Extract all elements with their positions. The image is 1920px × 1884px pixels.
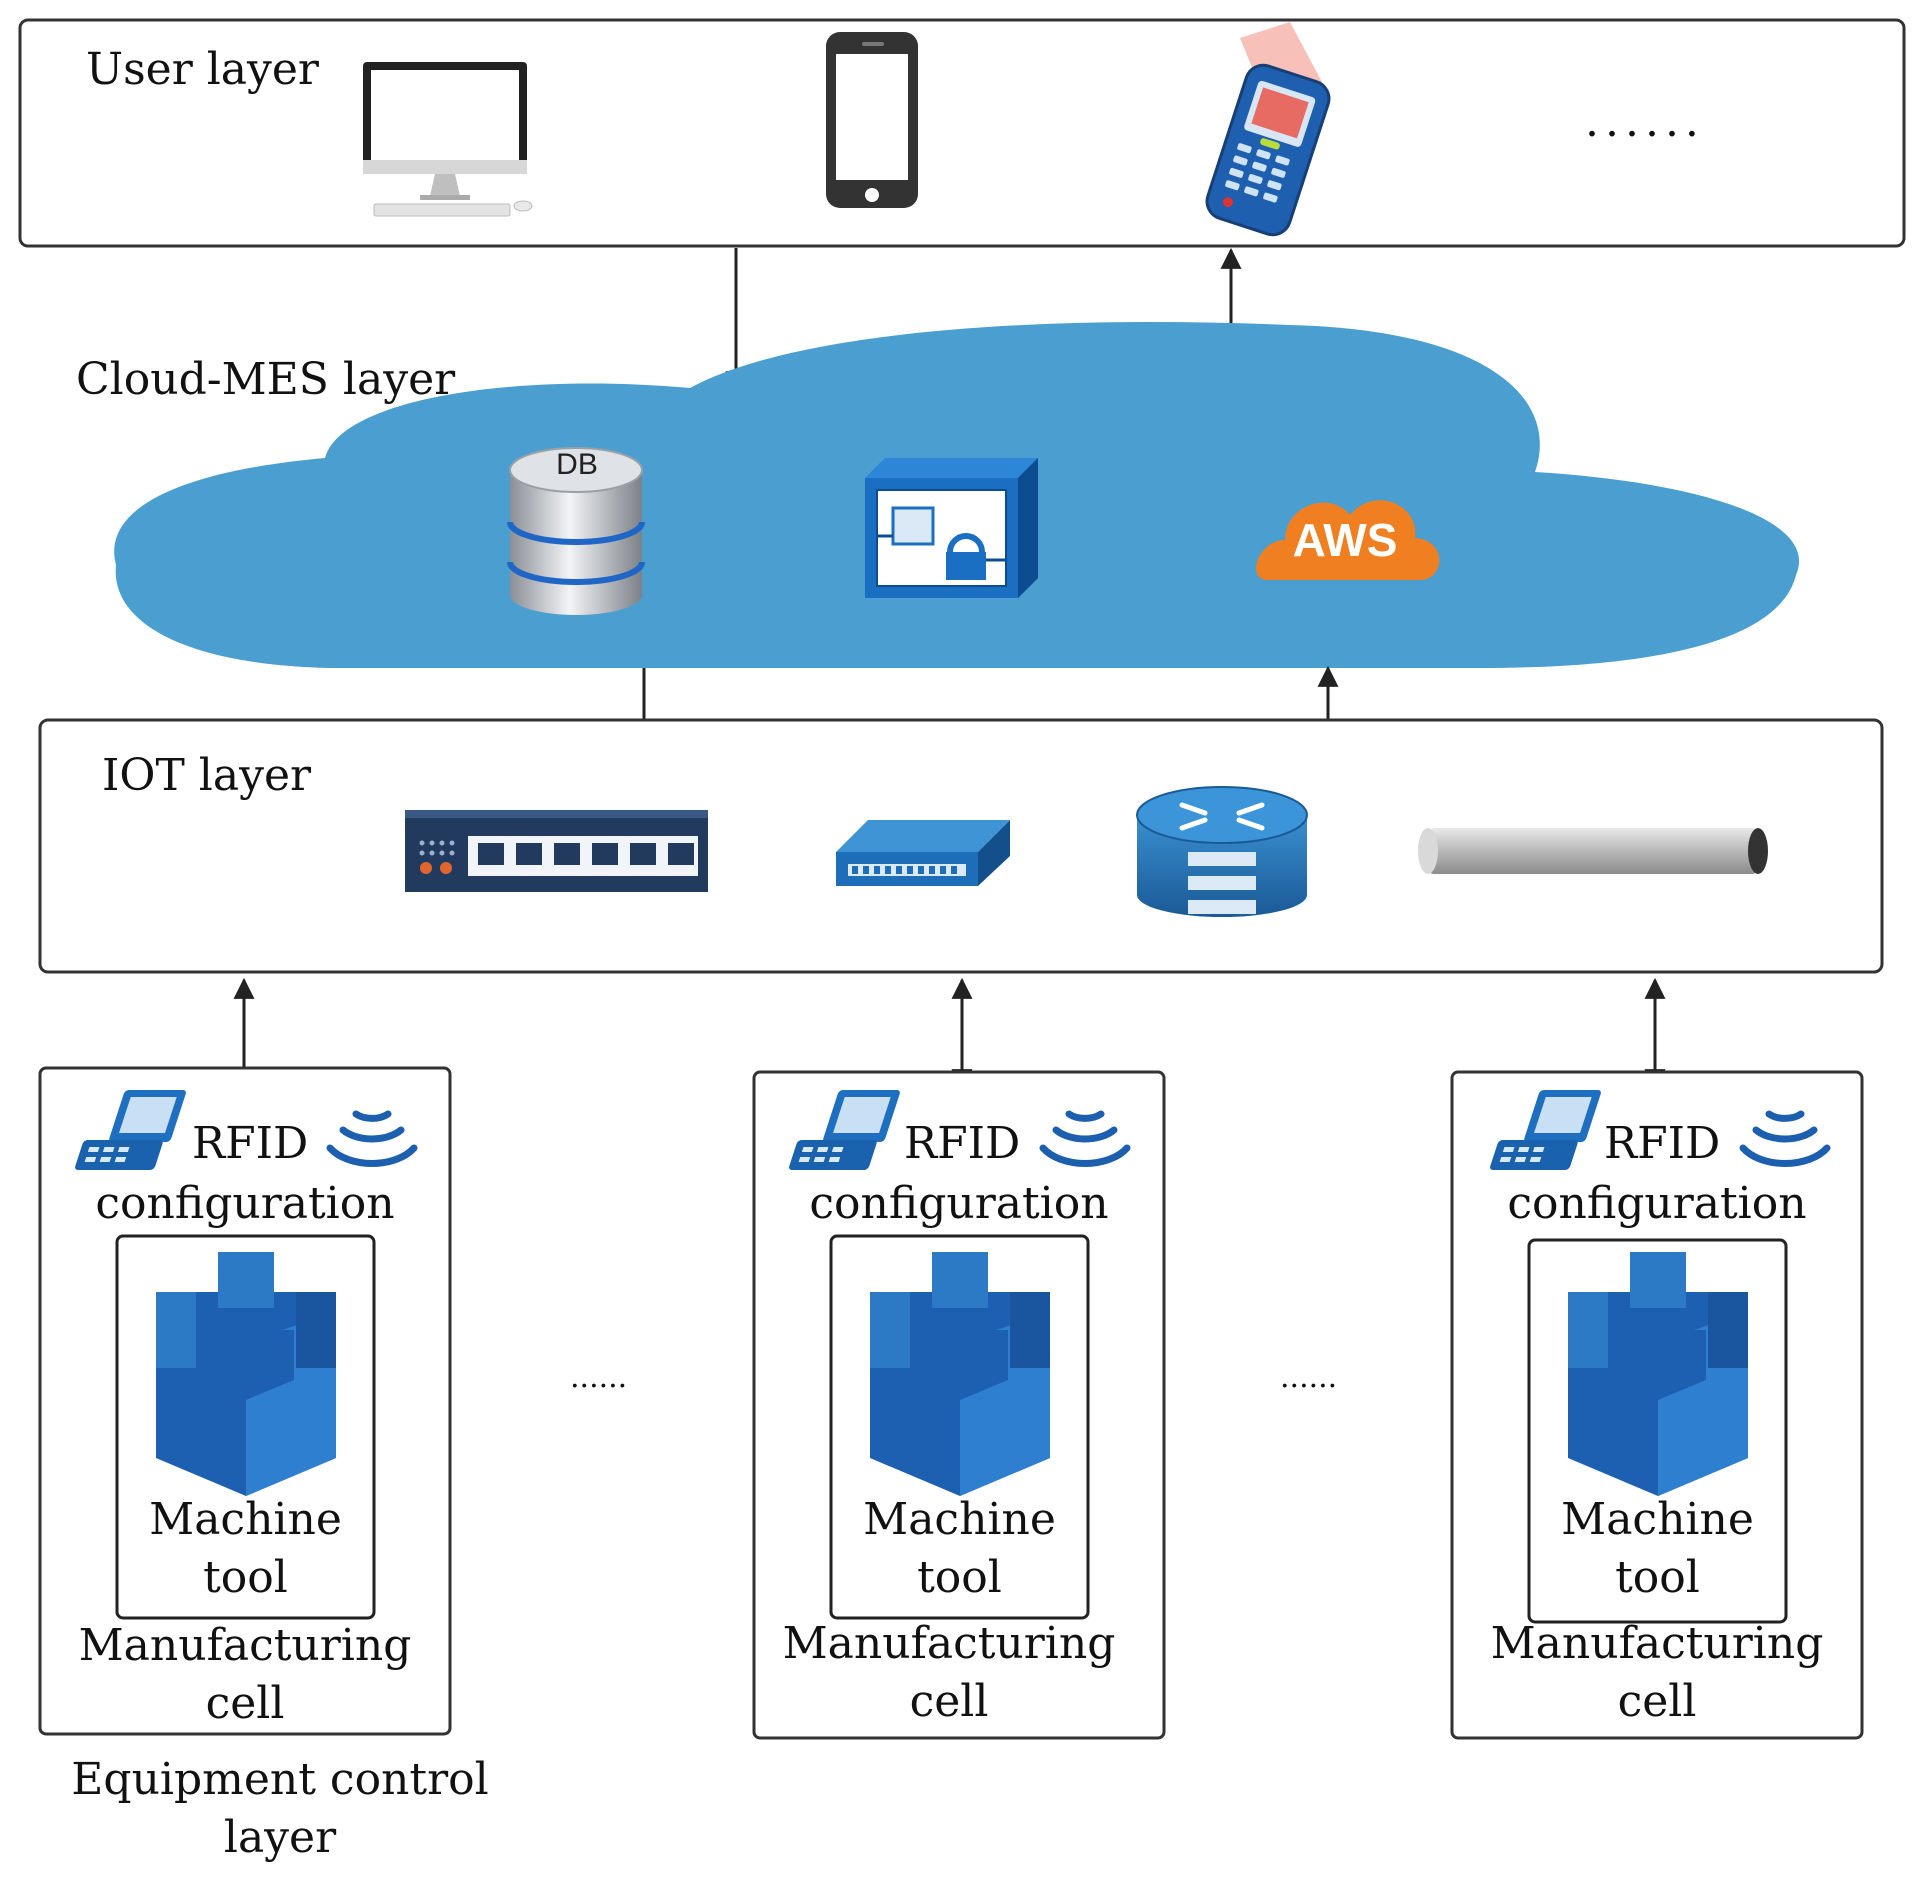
cell-label-1: cell bbox=[205, 1678, 285, 1729]
cable-pipe-icon bbox=[1418, 828, 1768, 874]
machine-tool-icon-2 bbox=[870, 1252, 1050, 1496]
iot-layer-label: IOT layer bbox=[102, 750, 312, 801]
manufacturing-label-2: Manufacturing bbox=[782, 1618, 1116, 1669]
db-label: DB bbox=[556, 448, 598, 481]
rfid-label-3: RFID bbox=[1604, 1118, 1721, 1169]
cell-separator-2: ...... bbox=[1280, 1360, 1338, 1395]
user-layer-label: User layer bbox=[86, 44, 319, 95]
rfid-reader-icon-1 bbox=[75, 1090, 186, 1170]
network-hub-icon bbox=[836, 820, 1010, 886]
cell-label-3: cell bbox=[1617, 1676, 1697, 1727]
aws-cloud-icon bbox=[1256, 500, 1440, 580]
user-layer-ellipsis: ...... bbox=[1585, 96, 1705, 147]
wireless-signal-icon-3 bbox=[1739, 1110, 1831, 1167]
network-switch-icon bbox=[405, 810, 708, 892]
machine-label-2: Machine bbox=[863, 1494, 1056, 1545]
wireless-signal-icon-2 bbox=[1039, 1110, 1131, 1167]
rfid-label-2: RFID bbox=[904, 1118, 1021, 1169]
wireless-signal-icon-1 bbox=[326, 1110, 418, 1167]
tool-label-3: tool bbox=[1615, 1552, 1700, 1603]
rfid-reader-icon-3 bbox=[1490, 1090, 1601, 1170]
manufacturing-label-3: Manufacturing bbox=[1490, 1618, 1824, 1669]
tool-label-1: tool bbox=[203, 1552, 288, 1603]
machine-label-3: Machine bbox=[1561, 1494, 1754, 1545]
cloud-layer-label: Cloud-MES layer bbox=[76, 354, 456, 405]
manufacturing-label-1: Manufacturing bbox=[78, 1620, 412, 1671]
equipment-layer-label-line2: layer bbox=[223, 1812, 337, 1863]
machine-tool-icon-3 bbox=[1568, 1252, 1748, 1496]
router-icon bbox=[1136, 786, 1308, 917]
rfid-label-1: RFID bbox=[192, 1118, 309, 1169]
equipment-layer-label-line1: Equipment control bbox=[71, 1754, 489, 1805]
service-panel-icon bbox=[865, 458, 1038, 598]
configuration-label-1: configuration bbox=[95, 1178, 395, 1229]
database-icon bbox=[507, 447, 645, 615]
machine-label-1: Machine bbox=[149, 1494, 342, 1545]
handheld-scanner-icon bbox=[1205, 22, 1331, 237]
rfid-reader-icon-2 bbox=[789, 1090, 900, 1170]
configuration-label-3: configuration bbox=[1507, 1178, 1807, 1229]
configuration-label-2: configuration bbox=[809, 1178, 1109, 1229]
cell-label-2: cell bbox=[909, 1676, 989, 1727]
machine-tool-icon-1 bbox=[156, 1252, 336, 1496]
smartphone-icon bbox=[826, 32, 918, 208]
desktop-computer-icon bbox=[363, 62, 533, 217]
tool-label-2: tool bbox=[917, 1552, 1002, 1603]
cell-separator-1: ...... bbox=[570, 1360, 628, 1395]
aws-label: AWS bbox=[1292, 514, 1398, 566]
